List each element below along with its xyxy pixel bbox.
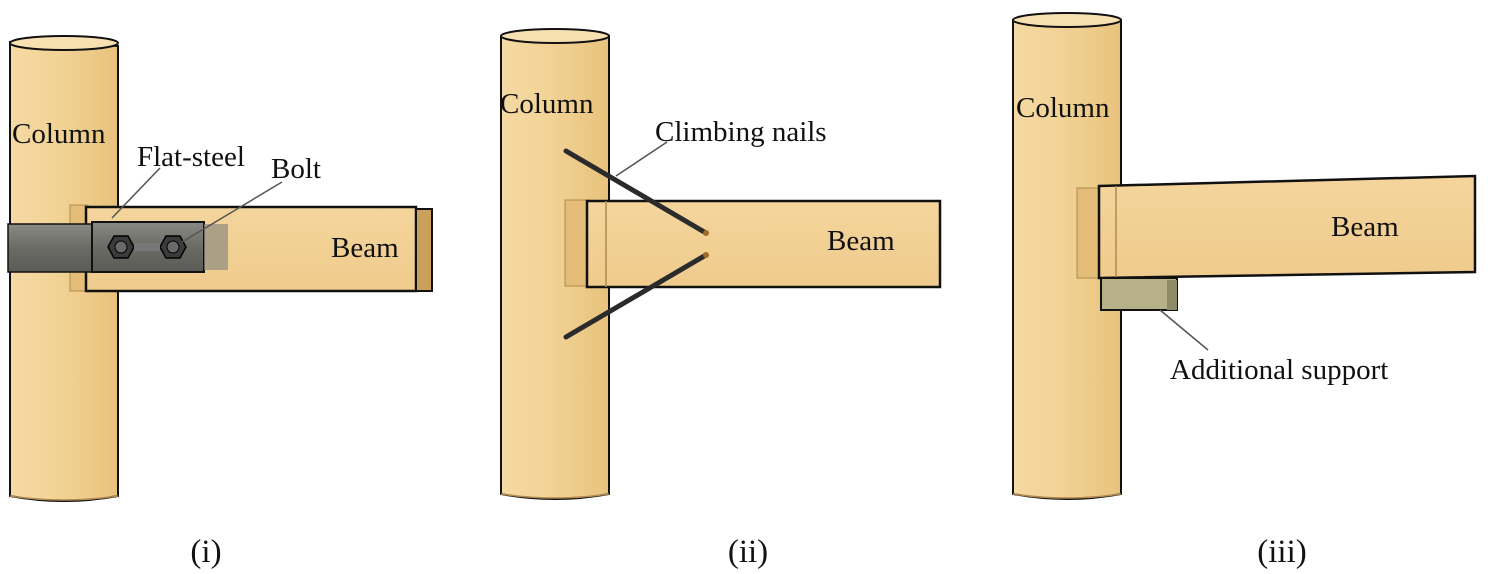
- nail-tip: [703, 252, 709, 258]
- additional-support-block: [1100, 277, 1178, 311]
- beam: [585, 199, 942, 289]
- caption-iii: (iii): [1257, 534, 1306, 570]
- column: [1012, 12, 1122, 500]
- bolt-head: [107, 235, 135, 259]
- bolt-shank: [134, 243, 160, 251]
- column-label: Column: [12, 118, 106, 150]
- additional-support-label: Additional support: [1170, 354, 1388, 386]
- beam: [1097, 174, 1477, 280]
- mortise-shadow: [1076, 187, 1102, 279]
- climbing-nails-label: Climbing nails: [655, 116, 827, 148]
- climbing-nail: [563, 252, 709, 340]
- panel-iii: Column Beam Additional support (iii): [1012, 12, 1477, 570]
- beam-label: Beam: [827, 225, 895, 257]
- caption-i: (i): [190, 534, 221, 570]
- panel-ii: Column Climbing nails Beam (ii): [500, 28, 942, 570]
- additional-support-leader: [1159, 309, 1209, 351]
- nail-tip: [703, 230, 709, 236]
- mortise-shadow: [564, 199, 590, 287]
- flat-steel-label: Flat-steel: [137, 141, 245, 173]
- beam-label: Beam: [331, 232, 399, 264]
- flat-steel-leader: [111, 167, 161, 219]
- column: [500, 28, 610, 500]
- caption-ii: (ii): [728, 534, 768, 570]
- climbing-nails-leader: [615, 141, 668, 177]
- panel-i: Column Flat-steel Bolt Beam (i): [7, 35, 433, 570]
- bolt-label: Bolt: [271, 153, 321, 185]
- climbing-nail: [563, 148, 709, 236]
- beam-label: Beam: [1331, 211, 1399, 243]
- bolt-head: [159, 235, 187, 259]
- bolt-leader: [181, 181, 283, 243]
- column-label: Column: [1016, 92, 1110, 124]
- column-label: Column: [500, 88, 594, 120]
